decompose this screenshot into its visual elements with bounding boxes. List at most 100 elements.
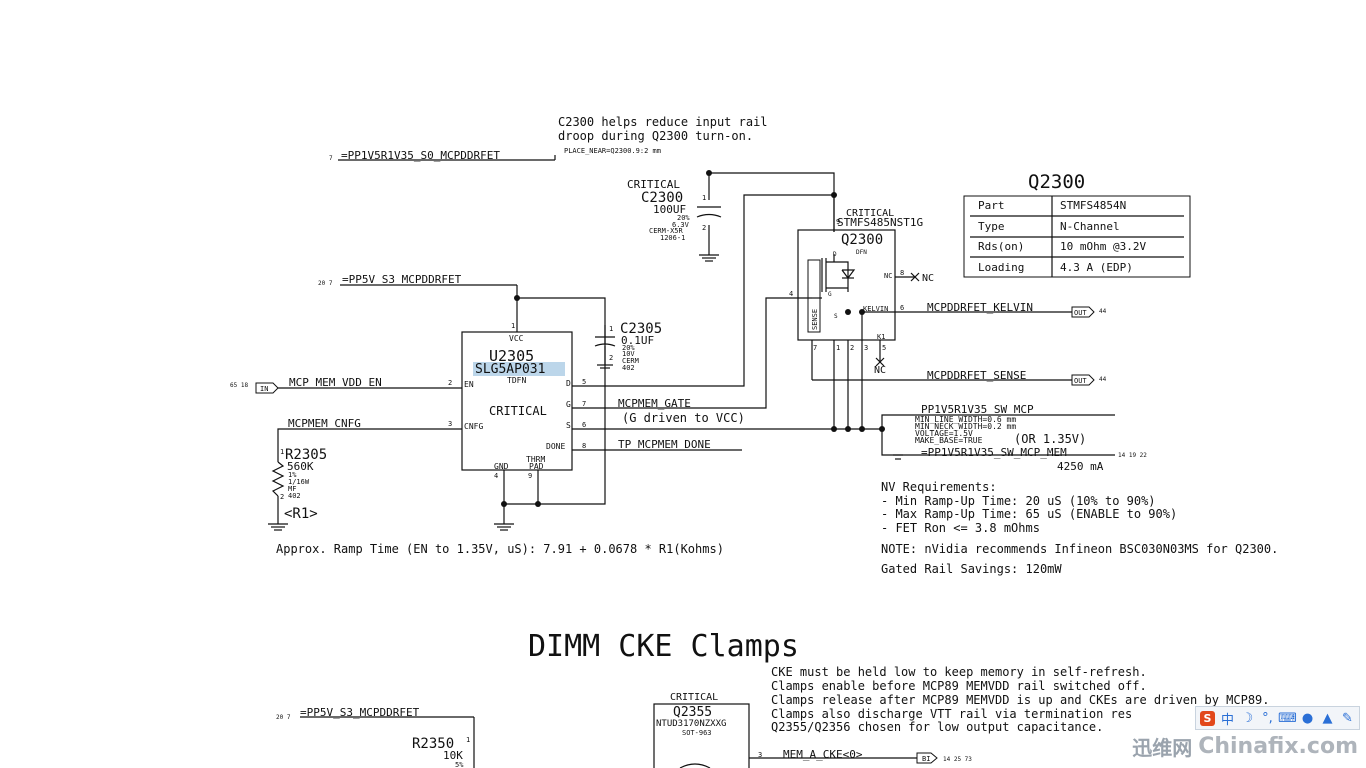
svg-text:10 mOhm @3.2V: 10 mOhm @3.2V [1060, 240, 1146, 253]
svg-text:CKE must be held low to keep m: CKE must be held low to keep memory in s… [771, 665, 1147, 679]
svg-text:D: D [833, 251, 837, 258]
svg-text:CRITICAL: CRITICAL [627, 178, 680, 191]
svg-text:NC: NC [884, 272, 892, 280]
svg-text:STMFS485NST1G: STMFS485NST1G [837, 216, 923, 229]
svg-text:65 18: 65 18 [230, 382, 248, 389]
svg-text:9: 9 [836, 218, 840, 226]
svg-text:14 25 73: 14 25 73 [943, 756, 972, 763]
svg-text:C2300 helps reduce input rail: C2300 helps reduce input rail [558, 115, 768, 129]
svg-text:MCPDDRFET_KELVIN: MCPDDRFET_KELVIN [927, 301, 1033, 314]
svg-text:NC: NC [922, 273, 934, 284]
sogou-icon[interactable]: S [1200, 710, 1215, 726]
svg-text:Clamps release after MCP89 MEM: Clamps release after MCP89 MEMVDD is up … [771, 693, 1270, 707]
svg-text:G: G [828, 291, 832, 298]
svg-text:1: 1 [609, 325, 613, 333]
svg-text:PLACE_NEAR=Q2300.9:2 mm: PLACE_NEAR=Q2300.9:2 mm [564, 147, 661, 155]
watermark-logo: 迅维网 [1132, 735, 1193, 760]
svg-text:CRITICAL: CRITICAL [846, 208, 894, 219]
skin-icon[interactable]: ▲ [1322, 710, 1333, 726]
svg-text:7: 7 [582, 400, 586, 408]
svg-text:1%: 1% [288, 471, 297, 479]
svg-text:Part: Part [978, 199, 1005, 212]
svg-text:Clamps also discharge VTT rail: Clamps also discharge VTT rail via termi… [771, 707, 1132, 721]
svg-text:PP1V5R1V35_SW_MCP: PP1V5R1V35_SW_MCP [921, 403, 1034, 416]
svg-text:DONE: DONE [546, 442, 565, 451]
svg-text:3: 3 [758, 751, 762, 759]
svg-text:10V: 10V [622, 350, 635, 358]
svg-text:MEM_A_CKE<0>: MEM_A_CKE<0> [783, 748, 863, 761]
u2305-ic: VCC U2305 SLG5AP031 TDFN CRITICAL EN CNF… [448, 322, 586, 480]
svg-text:3: 3 [448, 420, 452, 428]
net-labels: 7 =PP1V5R1V35_S0_MCPDDRFET 20 7 =PP5V_S3… [230, 149, 1147, 473]
svg-text:14 19 22: 14 19 22 [1118, 452, 1147, 459]
svg-text:- FET Ron <= 3.8 mOhms: - FET Ron <= 3.8 mOhms [881, 521, 1040, 535]
svg-text:TP_MCPMEM_DONE: TP_MCPMEM_DONE [618, 438, 711, 451]
svg-text:droop during Q2300 turn-on.: droop during Q2300 turn-on. [558, 129, 753, 143]
svg-text:1: 1 [511, 322, 515, 330]
section-title: DIMM CKE Clamps [528, 629, 799, 664]
svg-text:(G driven to VCC): (G driven to VCC) [622, 411, 745, 425]
svg-text:NV Requirements:: NV Requirements: [881, 480, 997, 494]
svg-text:560K: 560K [287, 460, 314, 473]
svg-text:PAD: PAD [529, 462, 544, 471]
port-flags: IN OUT OUT BI [255, 306, 1095, 764]
svg-text:SOT-963: SOT-963 [682, 729, 712, 737]
svg-text:44: 44 [1099, 376, 1107, 383]
punctuation-icon[interactable]: °, [1262, 710, 1273, 726]
svg-text:1: 1 [836, 344, 840, 352]
svg-text:VOLTAGE=1.5V: VOLTAGE=1.5V [915, 429, 973, 438]
svg-text:CERM: CERM [622, 357, 639, 365]
svg-text:<R1>: <R1> [284, 506, 318, 522]
svg-text:EN: EN [464, 380, 474, 389]
svg-text:MCP_MEM_VDD_EN: MCP_MEM_VDD_EN [289, 376, 382, 389]
svg-text:7: 7 [813, 344, 817, 352]
keyboard-icon[interactable]: ⌨ [1278, 710, 1297, 726]
svg-text:Type: Type [978, 220, 1005, 233]
svg-text:5%: 5% [455, 761, 464, 768]
svg-text:DFN: DFN [856, 249, 867, 256]
svg-text:44: 44 [1099, 308, 1107, 315]
user-icon[interactable]: ● [1301, 710, 1314, 726]
svg-text:Gated Rail Savings: 120mW: Gated Rail Savings: 120mW [881, 562, 1062, 576]
ime-toolbar[interactable]: S 中 ☽ °, ⌨ ● ▲ ✎ [1195, 706, 1360, 730]
svg-text:R2305: R2305 [285, 447, 327, 463]
svg-text:6: 6 [900, 304, 904, 312]
svg-text:OUT: OUT [1074, 377, 1087, 385]
svg-text:100UF: 100UF [653, 203, 686, 216]
svg-text:KELVIN: KELVIN [863, 305, 888, 313]
svg-text:5: 5 [582, 378, 586, 386]
svg-text:IN: IN [260, 385, 268, 393]
svg-text:Loading: Loading [978, 261, 1024, 274]
watermark-site: Chinafix.com [1198, 733, 1358, 759]
svg-text:C2300: C2300 [641, 190, 683, 206]
svg-text:1: 1 [280, 448, 284, 456]
lower-rail: 20 7 =PP5V_S3_MCPDDRFET R2350 1 10K 5% [276, 706, 475, 768]
svg-text:=PP1V5R1V35_S0_MCPDDRFET: =PP1V5R1V35_S0_MCPDDRFET [341, 149, 500, 162]
svg-text:STMFS4854N: STMFS4854N [1060, 199, 1126, 212]
tools-icon[interactable]: ✎ [1342, 710, 1353, 726]
svg-text:Q2355: Q2355 [673, 705, 712, 720]
svg-text:NC: NC [874, 365, 886, 376]
svg-text:K1: K1 [877, 333, 885, 341]
svg-text:C2305: C2305 [620, 321, 662, 337]
svg-text:20%: 20% [677, 214, 690, 222]
svg-text:NTUD3170NZXXG: NTUD3170NZXXG [656, 719, 726, 729]
svg-text:SLG5AP031: SLG5AP031 [475, 362, 545, 377]
svg-text:BI: BI [922, 755, 930, 763]
svg-text:402: 402 [288, 492, 301, 500]
svg-text:- Min Ramp-Up Time: 20 uS (10%: - Min Ramp-Up Time: 20 uS (10% to 90%) [881, 494, 1156, 508]
moon-icon[interactable]: ☽ [1241, 710, 1254, 726]
svg-text:R2350: R2350 [412, 736, 454, 752]
svg-text:20 7: 20 7 [318, 280, 333, 287]
svg-text:MCPMEM_CNFG: MCPMEM_CNFG [288, 417, 361, 430]
svg-text:MF: MF [288, 485, 296, 493]
svg-text:Q2300: Q2300 [841, 232, 883, 248]
watermark: 迅维网 Chinafix.com [1132, 730, 1358, 762]
svg-text:2: 2 [280, 493, 284, 501]
svg-text:4250 mA: 4250 mA [1057, 460, 1104, 473]
svg-text:CRITICAL: CRITICAL [670, 692, 718, 703]
annotation-notes: C2300 helps reduce input rail droop duri… [276, 115, 1278, 576]
chinese-mode-icon[interactable]: 中 [1220, 712, 1234, 728]
svg-text:NOTE: nVidia recommends Infine: NOTE: nVidia recommends Infineon BSC030N… [881, 542, 1278, 556]
